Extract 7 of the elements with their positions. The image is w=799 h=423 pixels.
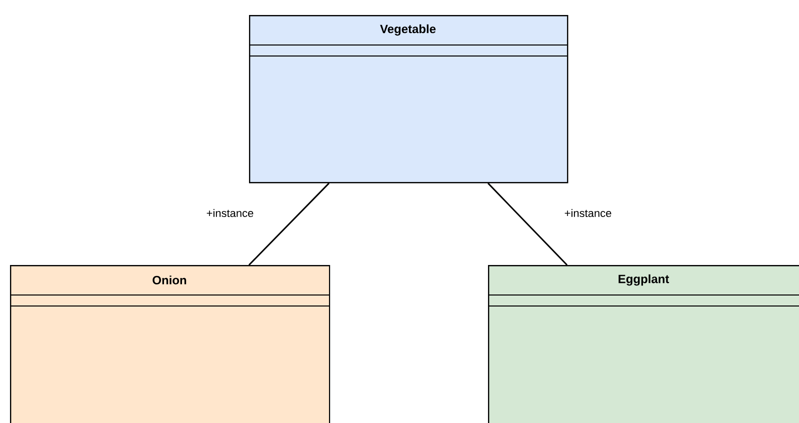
class-box: Eggplant [488, 265, 799, 423]
association-line [487, 182, 568, 266]
class-box: Onion [10, 265, 330, 423]
edge-label: +instance [563, 208, 613, 218]
association-line [248, 182, 330, 266]
edge-label: +instance [205, 208, 255, 218]
class-box: Vegetable [248, 15, 568, 184]
